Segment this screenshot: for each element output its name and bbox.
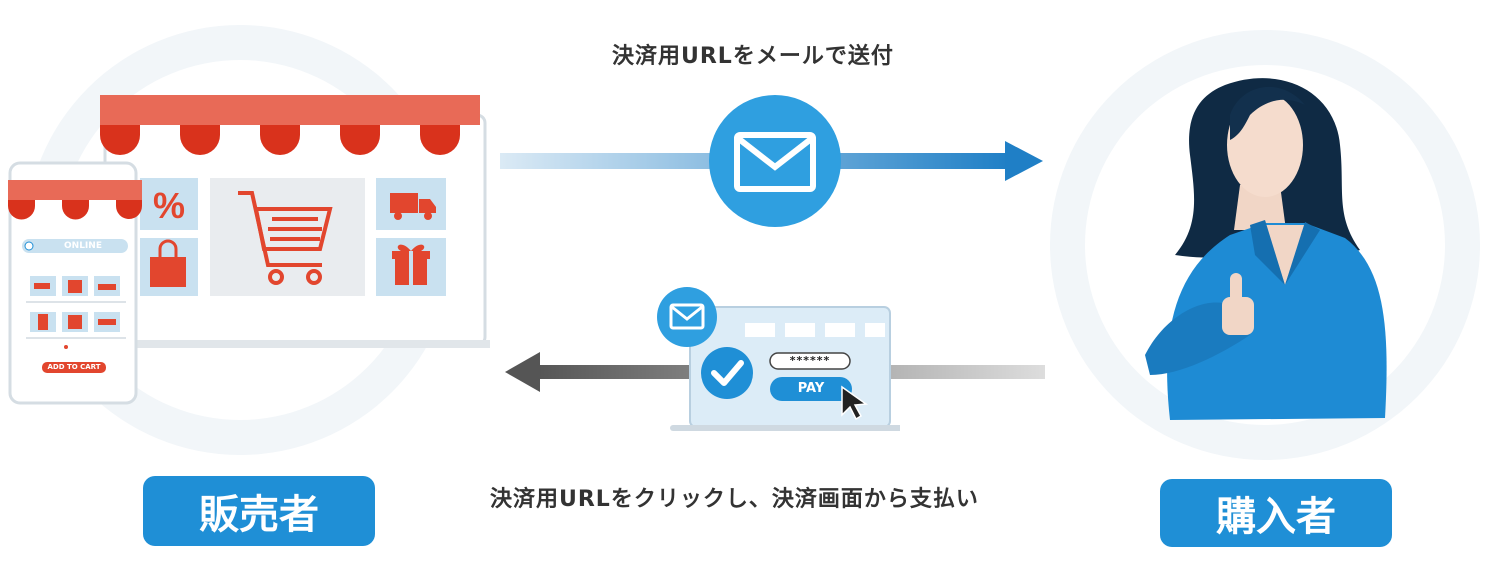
arrow-right-icon (1005, 141, 1043, 181)
buyer-avatar (1145, 78, 1387, 420)
envelope-icon (657, 287, 717, 347)
email-flow-caption: 決済用URLをメールで送付 (612, 44, 894, 69)
password-field: ****** (789, 354, 831, 367)
payment-screen: ****** PAY (650, 285, 900, 435)
envelope-icon (709, 95, 841, 227)
phone-search-bar: ONLINE SHOPPING (56, 241, 110, 265)
arrow-left-icon (505, 352, 540, 392)
payment-flow-caption: 決済用URLをクリックし、決済画面から支払い (490, 487, 979, 512)
gift-icon (392, 244, 430, 285)
add-to-cart-button[interactable]: ADD TO CART (47, 363, 101, 371)
buyer-label: 購入者 (1160, 479, 1392, 547)
thumbs-up-icon (1222, 273, 1254, 335)
checkmark-icon (701, 347, 753, 399)
shopping-bag-icon (150, 239, 186, 287)
pay-button[interactable]: PAY (797, 381, 825, 396)
percent-icon: % (153, 185, 185, 226)
seller-illustration: % (8, 95, 490, 405)
cursor-icon (841, 385, 869, 421)
shopping-cart-icon (238, 191, 333, 285)
svg-text:%: % (153, 185, 185, 226)
seller-label: 販売者 (143, 476, 375, 546)
truck-icon (390, 193, 436, 220)
send-url-arrow (500, 95, 1043, 227)
